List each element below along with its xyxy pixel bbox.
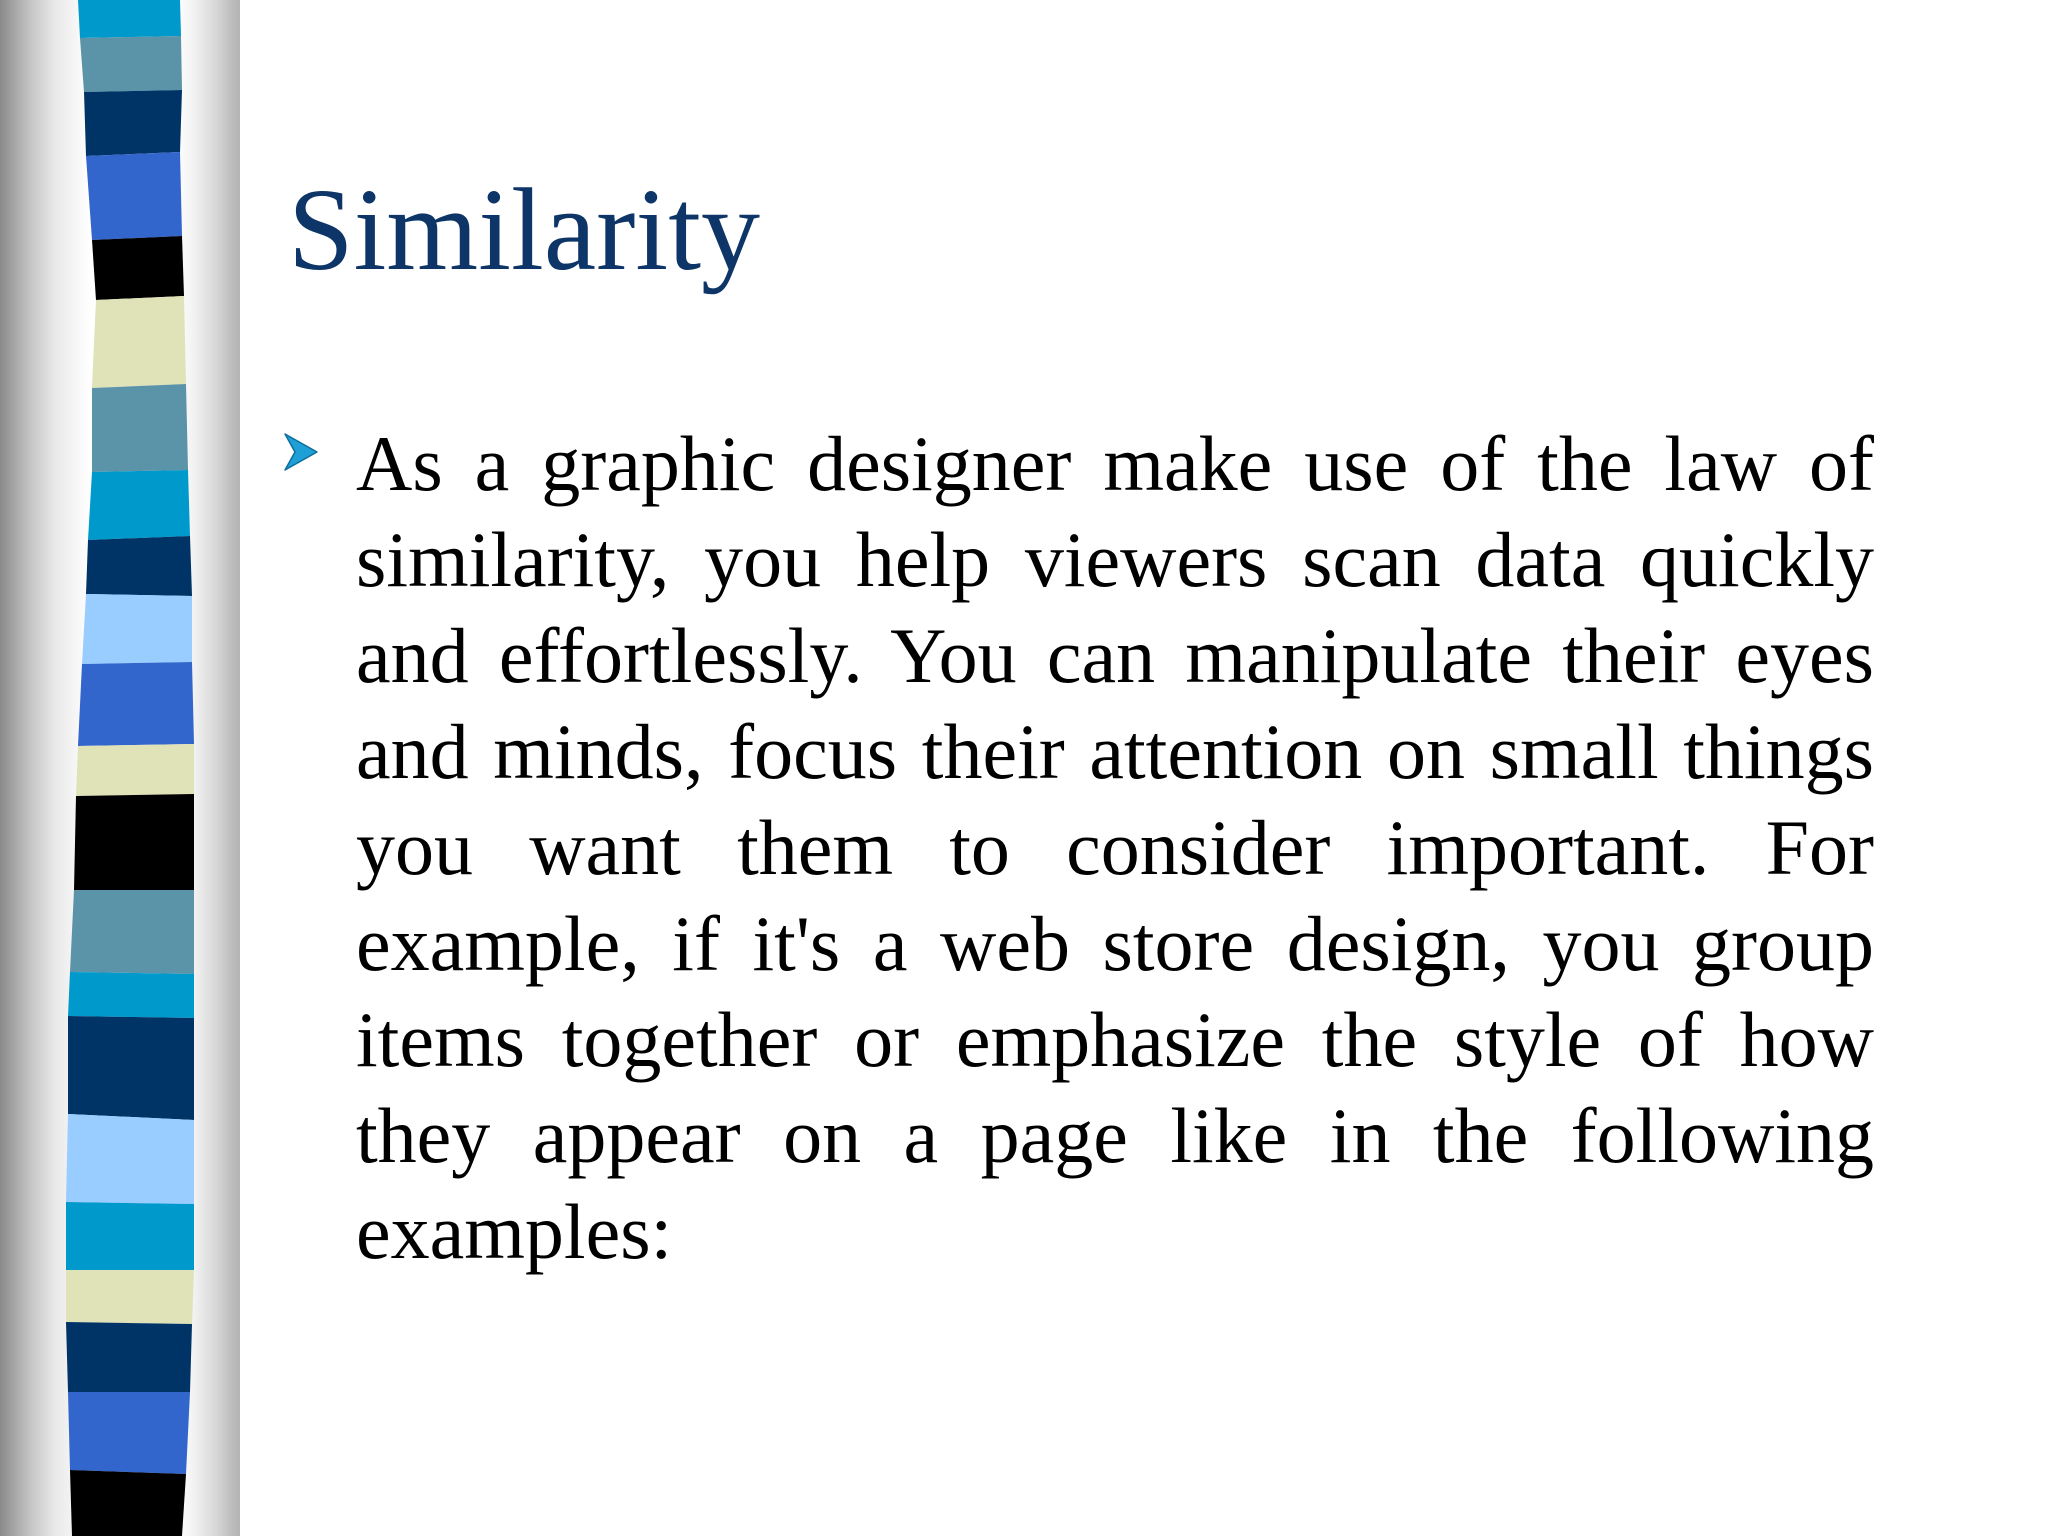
- stripe: [80, 36, 182, 92]
- stripe: [88, 470, 190, 540]
- stripe: [70, 1470, 186, 1536]
- stripe: [68, 1392, 190, 1474]
- stripe: [66, 1114, 194, 1204]
- stripe: [74, 794, 194, 890]
- stripe: [92, 236, 184, 300]
- stripe: [84, 90, 182, 156]
- decorative-stripe-bar: [66, 0, 194, 1536]
- stripe: [86, 152, 182, 240]
- stripe: [66, 1202, 194, 1270]
- stripe: [68, 1016, 194, 1120]
- stripe: [66, 1270, 194, 1324]
- stripe: [76, 744, 194, 796]
- stripe: [70, 890, 194, 974]
- stripe: [82, 594, 192, 664]
- arrowhead-bullet-icon: [284, 433, 318, 471]
- bullet-text: As a graphic designer make use of the la…: [356, 420, 1874, 1275]
- stripe: [68, 972, 194, 1018]
- stripe: [78, 0, 181, 38]
- slide-title: Similarity: [288, 164, 760, 295]
- stripe: [86, 536, 192, 596]
- stripe: [66, 1322, 192, 1392]
- stripe: [78, 662, 194, 746]
- stripe: [92, 296, 186, 388]
- stripe: [92, 384, 188, 472]
